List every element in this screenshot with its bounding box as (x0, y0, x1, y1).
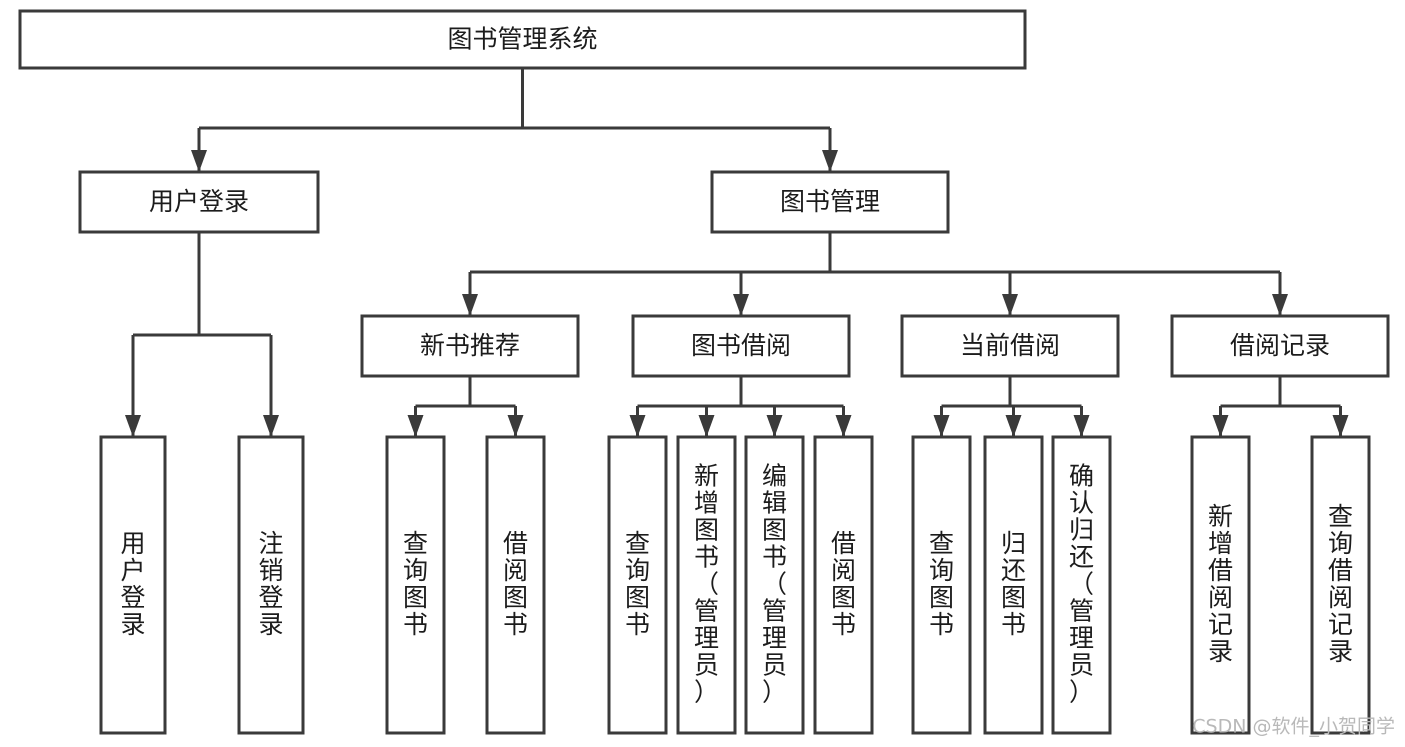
node-label-borrow-record: 借阅记录 (1230, 331, 1330, 360)
node-box-leaf-edit-book[interactable] (744, 435, 805, 735)
csdn-watermark: CSDN @软件_小贺同学 (1192, 716, 1395, 738)
edge-group-book-manage (462, 232, 1288, 316)
node-label-leaf-edit-book: 编辑图书（管理员） (762, 462, 787, 707)
node-book-manage[interactable]: 图书管理 (710, 170, 950, 234)
edge-group-current-borrow (933, 376, 1090, 437)
node-box-borrow-record[interactable] (1170, 314, 1390, 378)
node-leaf-return-book[interactable]: 归还图书 (983, 435, 1044, 735)
node-label-new-book-rec: 新书推荐 (420, 331, 520, 360)
node-box-leaf-return-book[interactable] (983, 435, 1044, 735)
node-current-borrow[interactable]: 当前借阅 (900, 314, 1120, 378)
node-leaf-borrow-book-rec[interactable]: 借阅图书 (485, 435, 546, 735)
node-label-current-borrow: 当前借阅 (960, 331, 1060, 360)
node-label-book-manage: 图书管理 (780, 187, 880, 216)
node-label-leaf-query-book-rec: 查询图书 (403, 529, 428, 639)
node-label-leaf-add-record: 新增借阅记录 (1208, 502, 1233, 666)
node-leaf-query-book-rec[interactable]: 查询图书 (385, 435, 446, 735)
node-leaf-query-book-cur[interactable]: 查询图书 (911, 435, 972, 735)
node-box-leaf-add-record[interactable] (1190, 435, 1251, 735)
node-box-leaf-borrow-book[interactable] (813, 435, 874, 735)
edge-group-borrow-record (1212, 376, 1349, 437)
node-box-root[interactable] (18, 9, 1027, 70)
node-label-book-borrow: 图书借阅 (691, 331, 791, 360)
node-label-leaf-borrow-book: 借阅图书 (831, 529, 856, 639)
node-label-leaf-user-login: 用户登录 (120, 529, 145, 639)
node-label-user-login: 用户登录 (149, 187, 249, 216)
node-leaf-add-book[interactable]: 新增图书（管理员） (676, 435, 737, 735)
node-box-leaf-confirm-return[interactable] (1051, 435, 1112, 735)
node-label-leaf-borrow-book-rec: 借阅图书 (503, 529, 528, 639)
node-new-book-rec[interactable]: 新书推荐 (360, 314, 580, 378)
node-box-leaf-query-book-rec[interactable] (385, 435, 446, 735)
node-box-leaf-query-record[interactable] (1310, 435, 1371, 735)
node-layer: 图书管理系统用户登录图书管理新书推荐图书借阅当前借阅借阅记录用户登录注销登录查询… (18, 9, 1390, 735)
node-leaf-edit-book[interactable]: 编辑图书（管理员） (744, 435, 805, 735)
node-label-leaf-add-book: 新增图书（管理员） (694, 462, 719, 707)
node-label-leaf-query-book-borrow: 查询图书 (625, 529, 650, 639)
node-leaf-user-login[interactable]: 用户登录 (99, 435, 167, 735)
node-leaf-confirm-return[interactable]: 确认归还（管理员） (1051, 435, 1112, 735)
node-label-leaf-confirm-return: 确认归还（管理员） (1069, 462, 1094, 707)
node-box-leaf-user-logout[interactable] (237, 435, 305, 735)
node-box-book-borrow[interactable] (631, 314, 851, 378)
node-box-book-manage[interactable] (710, 170, 950, 234)
node-box-current-borrow[interactable] (900, 314, 1120, 378)
connector-layer (125, 68, 1349, 437)
node-box-leaf-query-book-cur[interactable] (911, 435, 972, 735)
node-root[interactable]: 图书管理系统 (18, 9, 1027, 70)
node-box-leaf-user-login[interactable] (99, 435, 167, 735)
node-label-leaf-query-book-cur: 查询图书 (929, 529, 954, 639)
node-label-leaf-query-record: 查询借阅记录 (1328, 502, 1353, 666)
node-label-leaf-user-logout: 注销登录 (258, 529, 283, 639)
edge-group-book-borrow (629, 376, 852, 437)
node-book-borrow[interactable]: 图书借阅 (631, 314, 851, 378)
node-borrow-record[interactable]: 借阅记录 (1170, 314, 1390, 378)
node-leaf-borrow-book[interactable]: 借阅图书 (813, 435, 874, 735)
node-leaf-query-record[interactable]: 查询借阅记录 (1310, 435, 1371, 735)
node-label-leaf-return-book: 归还图书 (1001, 529, 1026, 639)
node-box-leaf-borrow-book-rec[interactable] (485, 435, 546, 735)
node-box-leaf-add-book[interactable] (676, 435, 737, 735)
node-box-leaf-query-book-borrow[interactable] (607, 435, 668, 735)
node-leaf-user-logout[interactable]: 注销登录 (237, 435, 305, 735)
node-label-root: 图书管理系统 (447, 25, 597, 54)
node-user-login[interactable]: 用户登录 (78, 170, 320, 234)
edge-group-new-book-rec (407, 376, 524, 437)
node-box-user-login[interactable] (78, 170, 320, 234)
node-leaf-add-record[interactable]: 新增借阅记录 (1190, 435, 1251, 735)
edge-group-user-login (125, 232, 279, 437)
node-box-new-book-rec[interactable] (360, 314, 580, 378)
node-leaf-query-book-borrow[interactable]: 查询图书 (607, 435, 668, 735)
edge-group-root (191, 68, 838, 172)
